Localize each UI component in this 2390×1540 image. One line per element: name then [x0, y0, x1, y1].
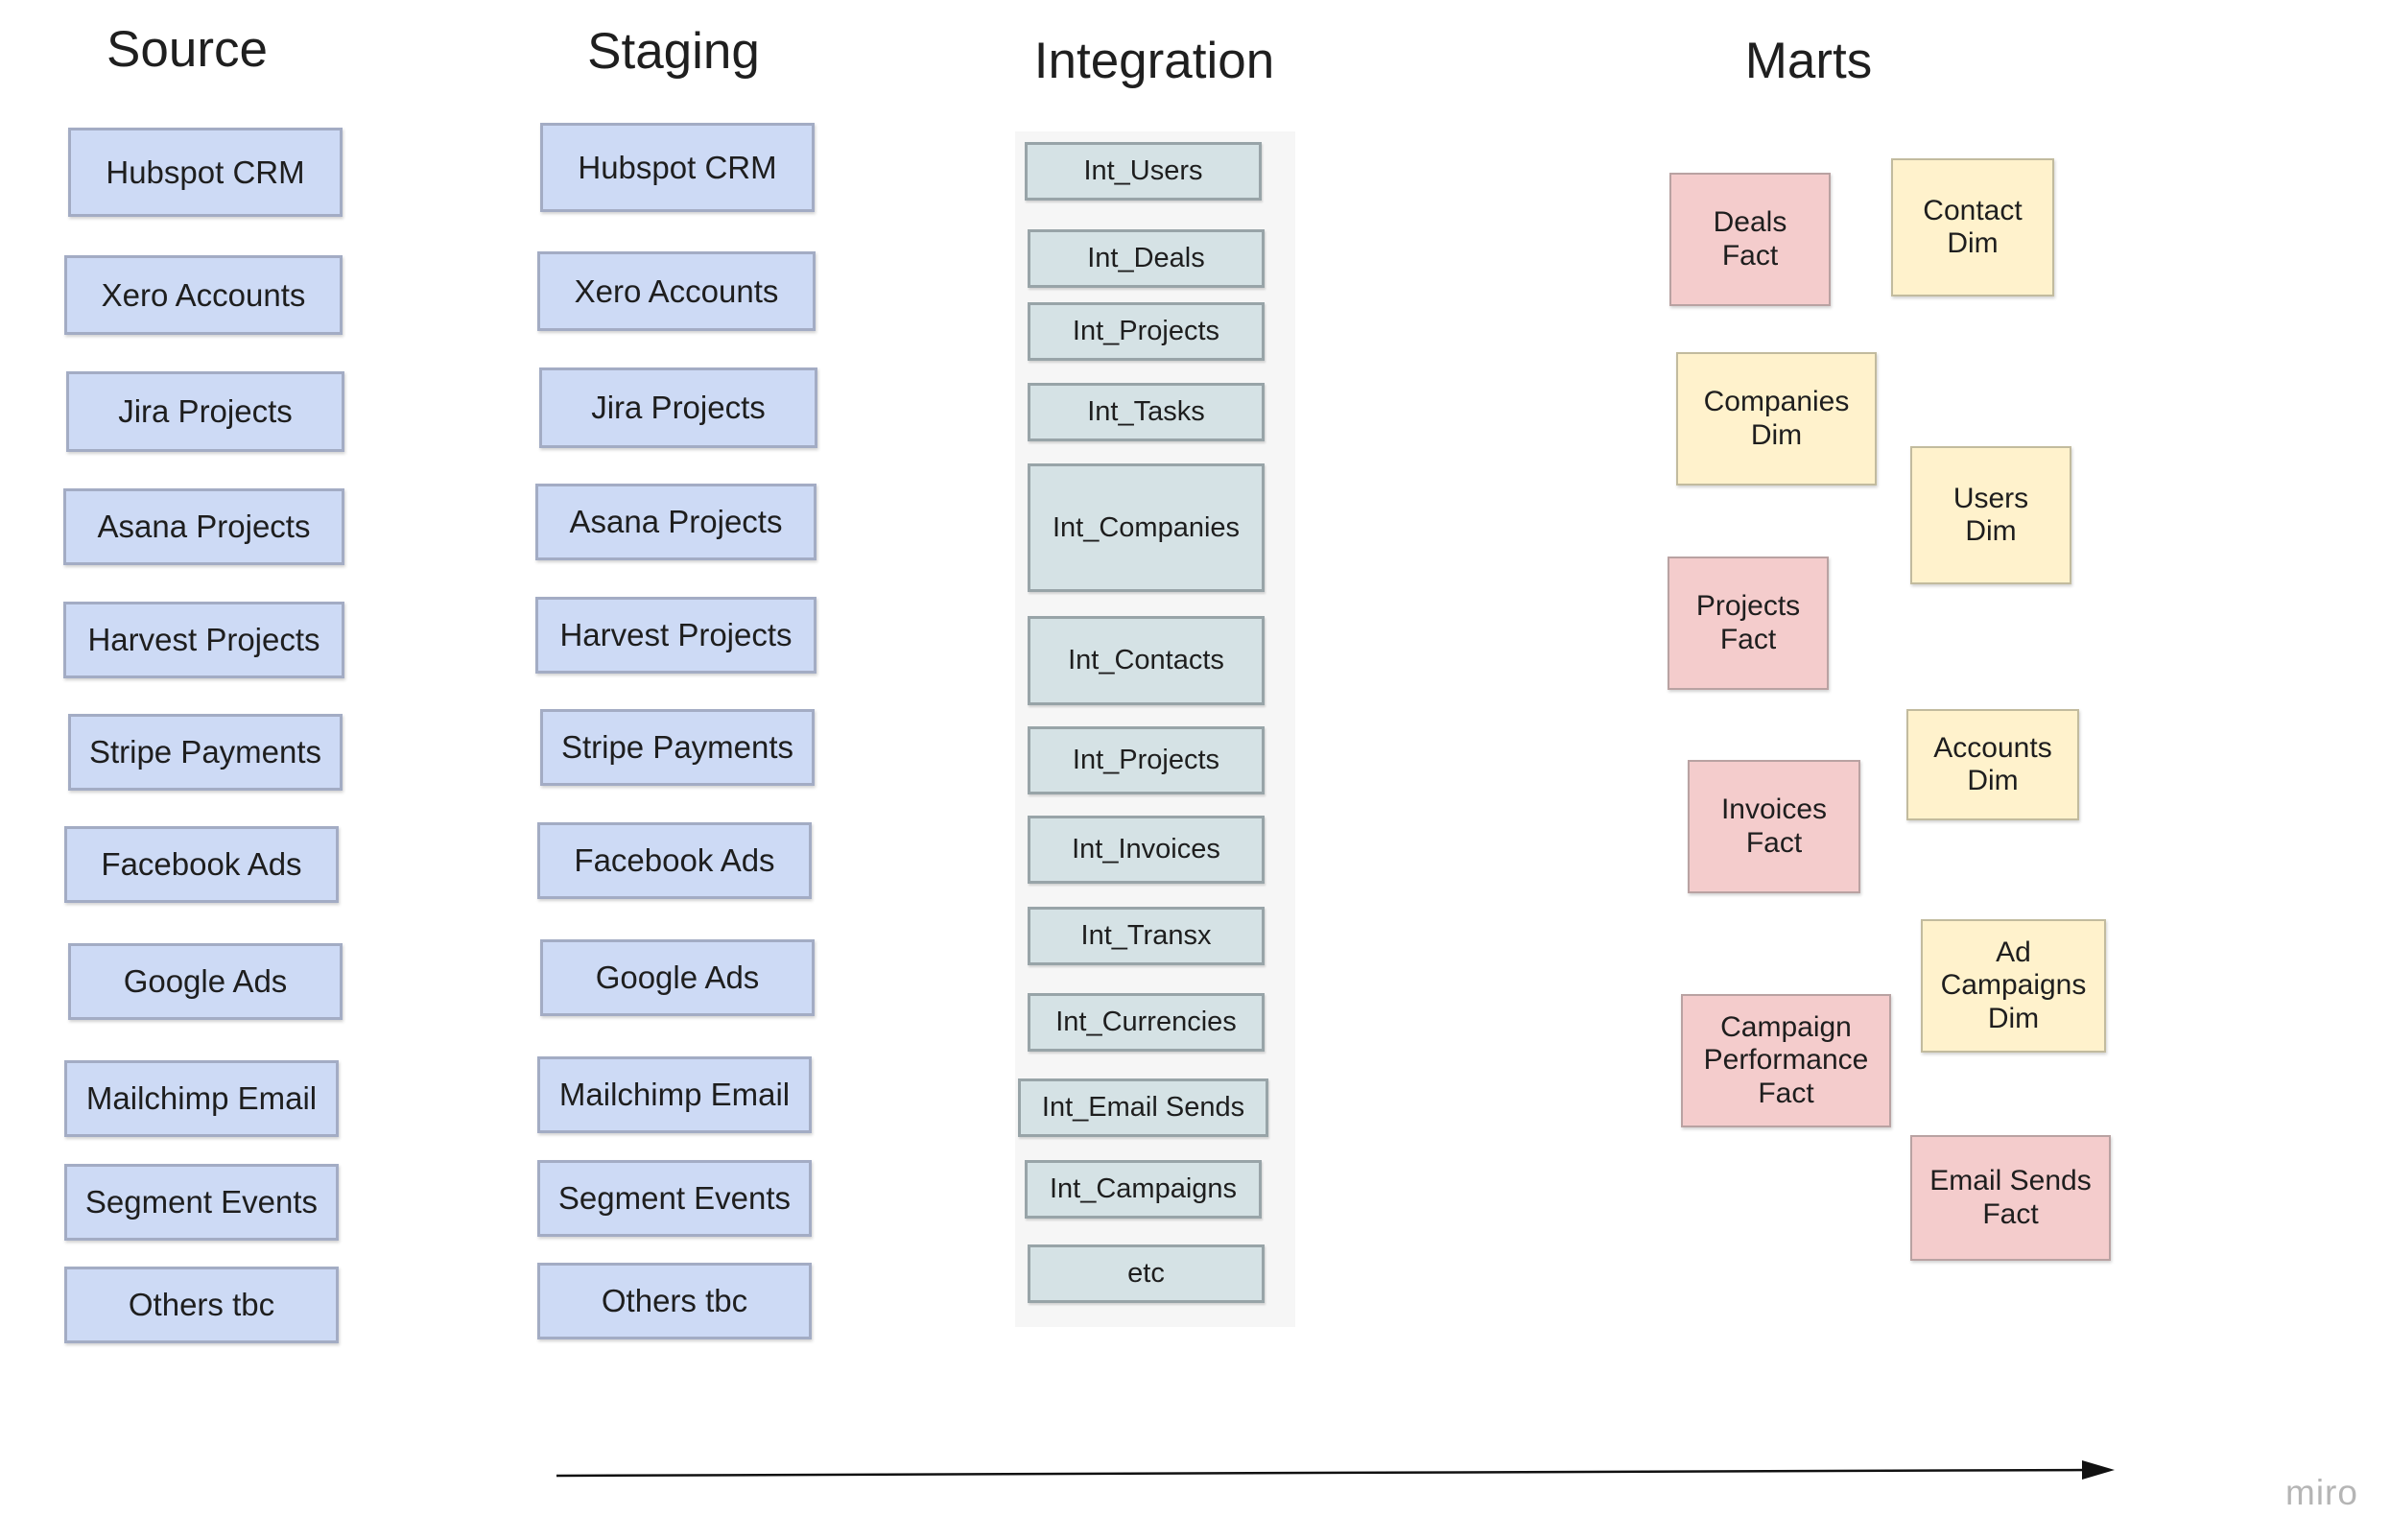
dim-sticky-note[interactable]: Users Dim — [1910, 446, 2071, 584]
source-box[interactable]: Hubspot CRM — [68, 128, 343, 217]
integration-box[interactable]: Int_Projects — [1028, 726, 1265, 794]
source-box[interactable]: Segment Events — [64, 1164, 339, 1241]
staging-box[interactable]: Harvest Projects — [535, 597, 816, 674]
flow-arrow-head — [2082, 1460, 2115, 1480]
miro-watermark: miro — [2285, 1473, 2358, 1512]
source-box[interactable]: Facebook Ads — [64, 826, 339, 903]
staging-box[interactable]: Google Ads — [540, 939, 815, 1016]
flow-arrow-line — [556, 1468, 2091, 1478]
dim-sticky-note[interactable]: Ad Campaigns Dim — [1921, 919, 2106, 1053]
integration-box[interactable]: Int_Companies — [1028, 463, 1265, 592]
column-title-source: Source — [106, 21, 268, 78]
column-title-integration: Integration — [1033, 33, 1275, 89]
fact-sticky-note[interactable]: Projects Fact — [1668, 557, 1829, 690]
integration-box[interactable]: Int_Currencies — [1028, 993, 1265, 1052]
source-box[interactable]: Jira Projects — [66, 371, 344, 452]
source-box[interactable]: Harvest Projects — [63, 602, 344, 678]
staging-box[interactable]: Xero Accounts — [537, 251, 816, 331]
integration-box[interactable]: Int_Tasks — [1028, 383, 1265, 441]
fact-sticky-note[interactable]: Campaign Performance Fact — [1681, 994, 1891, 1127]
staging-box[interactable]: Jira Projects — [539, 367, 817, 448]
source-box[interactable]: Others tbc — [64, 1267, 339, 1343]
fact-sticky-note[interactable]: Email Sends Fact — [1910, 1135, 2111, 1261]
fact-sticky-note[interactable]: Deals Fact — [1669, 173, 1831, 306]
staging-box[interactable]: Segment Events — [537, 1160, 812, 1237]
dim-sticky-note[interactable]: Companies Dim — [1676, 352, 1877, 486]
staging-box[interactable]: Mailchimp Email — [537, 1056, 812, 1133]
integration-box[interactable]: etc — [1028, 1244, 1265, 1303]
staging-box[interactable]: Facebook Ads — [537, 822, 812, 899]
integration-box[interactable]: Int_Projects — [1028, 302, 1265, 361]
integration-box[interactable]: Int_Users — [1025, 142, 1262, 201]
source-box[interactable]: Stripe Payments — [68, 714, 343, 791]
staging-box[interactable]: Asana Projects — [535, 484, 816, 560]
column-title-staging: Staging — [587, 23, 760, 80]
source-box[interactable]: Xero Accounts — [64, 255, 343, 335]
integration-box[interactable]: Int_Transx — [1028, 907, 1265, 965]
source-box[interactable]: Mailchimp Email — [64, 1060, 339, 1137]
column-title-marts: Marts — [1744, 33, 1873, 89]
fact-sticky-note[interactable]: Invoices Fact — [1688, 760, 1860, 893]
staging-box[interactable]: Stripe Payments — [540, 709, 815, 786]
staging-box[interactable]: Hubspot CRM — [540, 123, 815, 212]
integration-box[interactable]: Int_Invoices — [1028, 816, 1265, 884]
dim-sticky-note[interactable]: Accounts Dim — [1906, 709, 2079, 820]
staging-box[interactable]: Others tbc — [537, 1263, 812, 1339]
integration-box[interactable]: Int_Campaigns — [1025, 1160, 1262, 1219]
source-box[interactable]: Asana Projects — [63, 488, 344, 565]
integration-box[interactable]: Int_Deals — [1028, 229, 1265, 288]
source-box[interactable]: Google Ads — [68, 943, 343, 1020]
integration-box[interactable]: Int_Email Sends — [1018, 1078, 1268, 1137]
dim-sticky-note[interactable]: Contact Dim — [1891, 158, 2054, 296]
integration-box[interactable]: Int_Contacts — [1028, 616, 1265, 705]
